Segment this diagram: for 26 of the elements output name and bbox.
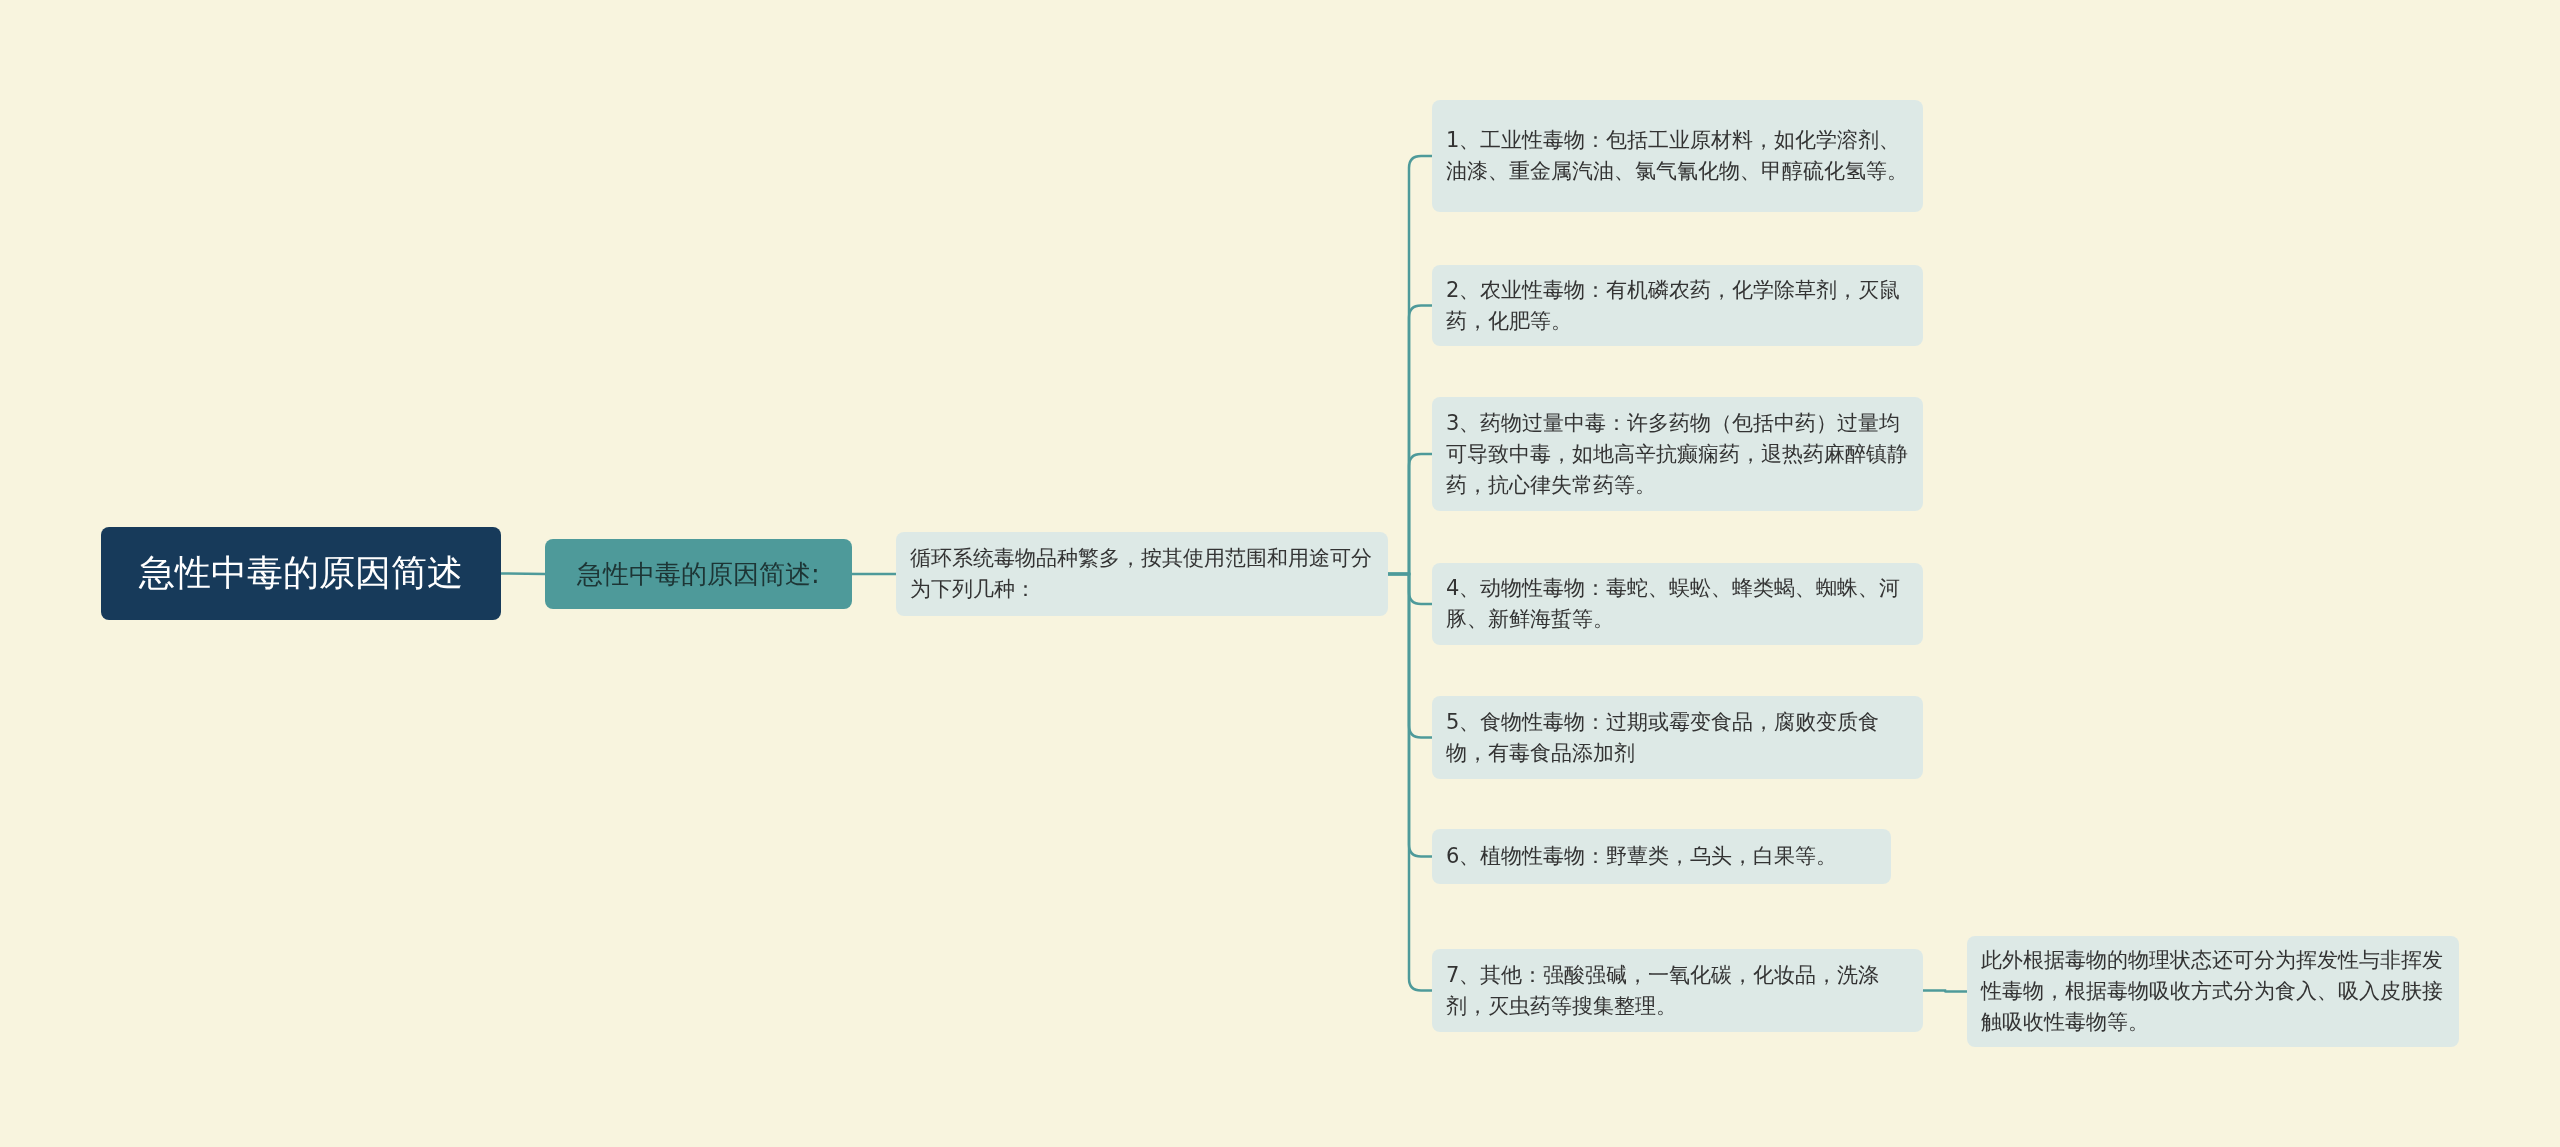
topic-text: 此外根据毒物的物理状态还可分为挥发性与非挥发性毒物，根据毒物吸收方式分为食入、吸入皮肤接触吸收性毒物等。 [1981, 947, 2444, 1036]
connector-line [1923, 989, 1967, 993]
topic-text: 7、其他：强酸强碱，一氧化碳，化妆品，洗涤剂，灭虫药等搜集整理。 [1446, 961, 1881, 1020]
topic-box [1432, 265, 1923, 346]
topic-box [1432, 100, 1923, 212]
topic-box [1967, 936, 2459, 1047]
topic-text: 急性中毒的原因简述: [577, 557, 820, 591]
subtopic-box [545, 539, 852, 609]
connector-line [1388, 572, 1432, 992]
topic-box [896, 532, 1388, 616]
topic-text: 5、食物性毒物：过期或霉变食品，腐败变质食物，有毒食品添加剂 [1446, 708, 1881, 767]
topic-text: 2、农业性毒物：有机磷农药，化学除草剂，灭鼠药，化肥等。 [1446, 276, 1902, 335]
topic-text: 6、植物性毒物：野蕈类，乌头，白果等。 [1446, 843, 1838, 870]
topic-text: 1、工业性毒物：包括工业原材料，如化学溶剂、油漆、重金属汽油、氯气氰化物、甲醇硫化氢等。 [1446, 127, 1909, 185]
topic-text: 4、动物性毒物：毒蛇、蜈蚣、蜂类蝎、蜘蛛、河豚、新鲜海蜇等。 [1446, 575, 1902, 633]
topic-box [1432, 696, 1923, 779]
topic-text: 3、药物过量中毒：许多药物（包括中药）过量均可导致中毒，如地高辛抗癫痫药，退热药麻醉镇静药，抗心律失常药等。 [1446, 409, 1909, 499]
topic-box [1432, 829, 1891, 884]
topic-box [1432, 949, 1923, 1032]
topic-text: 循环系统毒物品种繁多，按其使用范围和用途可分为下列几种： [910, 545, 1373, 603]
connector-line [501, 572, 545, 576]
root-topic-box [101, 527, 501, 620]
topic-text: 急性中毒的原因简述 [139, 551, 463, 595]
topic-box [1432, 563, 1923, 645]
connector-line [852, 572, 896, 576]
topic-box [1432, 397, 1923, 511]
